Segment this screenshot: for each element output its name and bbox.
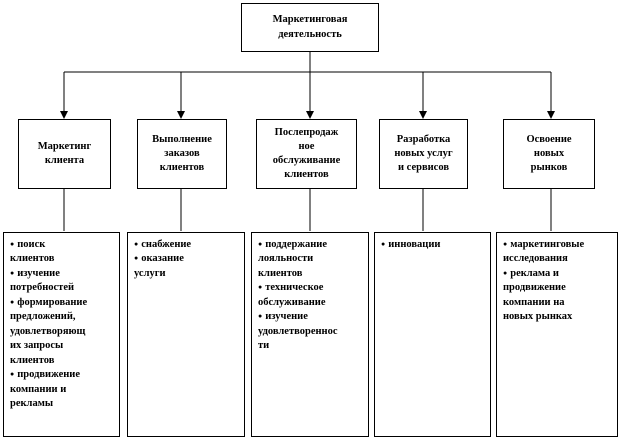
list-item: поддержание лояльности клиентов — [258, 238, 365, 281]
category-node-4: Разработка новых услуг и сервисов — [379, 119, 468, 189]
item-list-3: поддержание лояльности клиентов техничес… — [251, 232, 369, 437]
root-node: Маркетинговая деятельность — [241, 3, 379, 52]
item-list-5: маркетинговые исследования реклама и про… — [496, 232, 618, 437]
category-node-3: Послепродаж ное обслуживание клиентов — [256, 119, 357, 189]
list-item: поиск клиентов — [10, 238, 116, 267]
list-item: изучение удовлетвореннос ти — [258, 310, 365, 353]
category-label-5: Освоение новых рынков — [526, 133, 572, 174]
list-item: маркетинговые исследования — [503, 238, 614, 267]
category-label-1: Маркетинг клиента — [37, 140, 92, 166]
list-item: оказание услуги — [134, 252, 241, 281]
category-label-2: Выполнение заказов клиентов — [152, 133, 212, 174]
category-node-2: Выполнение заказов клиентов — [137, 119, 227, 189]
list-item: техническое обслуживание — [258, 281, 365, 310]
category-node-1: Маркетинг клиента — [18, 119, 111, 189]
list-item: изучение потребностей — [10, 267, 116, 296]
category-node-5: Освоение новых рынков — [503, 119, 595, 189]
item-list-1: поиск клиентов изучение потребностей фор… — [3, 232, 120, 437]
list-item: реклама и продвижение компании на новых … — [503, 267, 614, 325]
list-item: инновации — [381, 238, 487, 252]
item-list-2: снабжение оказание услуги — [127, 232, 245, 437]
item-list-4: инновации — [374, 232, 491, 437]
list-item: формирование предложений, удовлетворяющ … — [10, 296, 116, 368]
list-item: продвижение компании и рекламы — [10, 368, 116, 411]
category-label-4: Разработка новых услуг и сервисов — [394, 133, 453, 174]
category-label-3: Послепродаж ное обслуживание клиентов — [272, 126, 341, 181]
list-item: снабжение — [134, 238, 241, 252]
root-label: Маркетинговая деятельность — [272, 14, 348, 40]
